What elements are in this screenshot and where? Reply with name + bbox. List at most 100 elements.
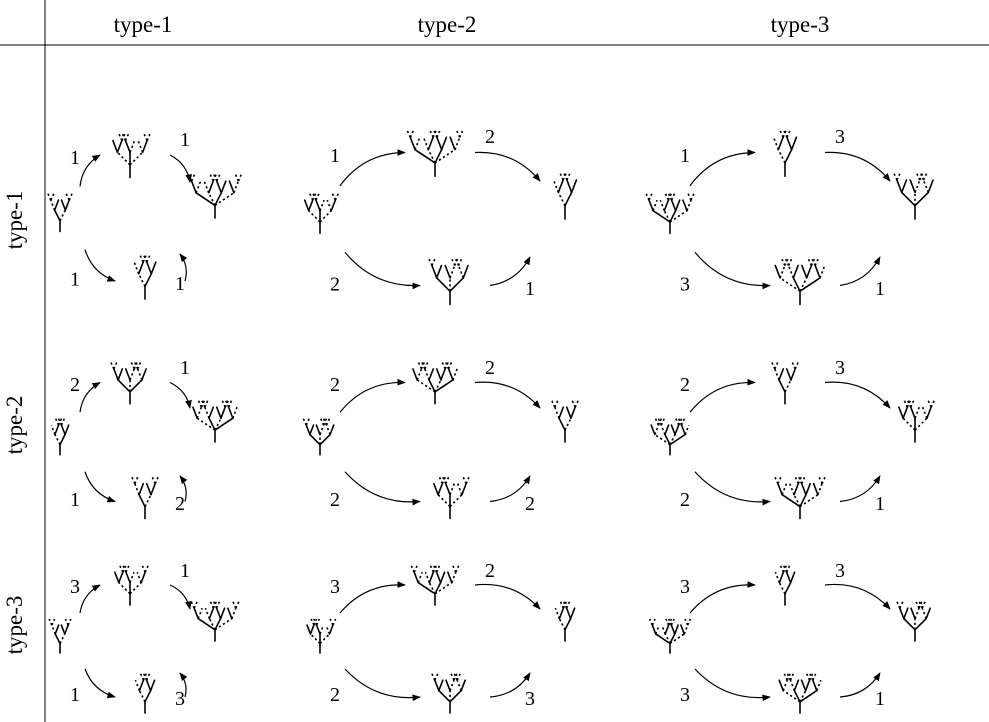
tree-bottom <box>133 253 157 300</box>
label-right: 3 <box>835 357 845 379</box>
tree-top <box>114 564 150 606</box>
label-bottom-right: 1 <box>875 278 885 300</box>
tree-bottom <box>433 475 471 520</box>
label-top: 2 <box>330 374 340 396</box>
label-right: 3 <box>835 126 845 148</box>
tree-bottom <box>778 672 822 714</box>
tree-right <box>895 600 932 642</box>
column-header-2: type-2 <box>418 12 477 37</box>
tree-top <box>770 360 800 405</box>
arrow-top <box>79 154 101 187</box>
label-bottom-right: 2 <box>525 493 535 515</box>
arrow-right <box>474 151 541 182</box>
tree-left <box>50 418 70 456</box>
label-top: 3 <box>70 576 80 598</box>
arrow-bottom-right <box>489 672 531 698</box>
cell-r2c2: 2 2 2 2 <box>302 357 580 520</box>
arrow-bottom-right <box>179 475 188 502</box>
arrow-bottom-right <box>489 256 531 287</box>
label-top: 3 <box>680 576 690 598</box>
tree-right <box>552 171 578 220</box>
tree-top <box>772 128 798 178</box>
arrow-bottom-right <box>179 253 188 282</box>
label-top: 2 <box>70 374 80 396</box>
arrow-bottom-left <box>84 668 116 699</box>
arrow-bottom-right <box>489 475 531 503</box>
arrow-right <box>169 154 192 183</box>
label-bottom-left: 1 <box>70 269 80 291</box>
arrow-top <box>339 378 406 413</box>
arrow-right <box>474 381 541 409</box>
arrow-bottom-left <box>694 251 771 290</box>
label-right: 1 <box>180 560 190 582</box>
label-bottom-left: 2 <box>330 684 340 706</box>
arrow-right <box>169 381 192 409</box>
tree-bottom <box>427 256 469 306</box>
tree-top <box>410 564 460 606</box>
label-bottom-right: 1 <box>875 493 885 515</box>
tree-left <box>48 618 72 654</box>
tree-right <box>892 171 934 220</box>
tree-right <box>898 399 936 443</box>
row-header-2: type-2 <box>2 396 27 455</box>
cell-r1c1: 1 1 1 1 <box>47 129 243 300</box>
label-top: 1 <box>70 147 80 169</box>
label-right: 3 <box>835 560 845 582</box>
tree-left <box>645 192 695 235</box>
tree-bottom <box>134 672 156 714</box>
tree-left <box>302 418 335 456</box>
label-bottom-right: 1 <box>175 273 185 295</box>
label-top: 3 <box>330 576 340 598</box>
tree-top <box>109 360 147 405</box>
tree-left <box>648 618 692 654</box>
arrow-top <box>339 581 406 614</box>
tree-bottom <box>130 475 160 520</box>
label-bottom-left: 1 <box>70 489 80 511</box>
arrow-bottom-left <box>344 471 421 506</box>
arrow-top <box>689 149 756 187</box>
label-right: 2 <box>485 357 495 379</box>
label-right: 1 <box>180 129 190 151</box>
label-bottom-left: 2 <box>680 489 690 511</box>
row-header-1: type-1 <box>2 191 27 250</box>
arrow-top <box>79 584 101 614</box>
label-bottom-right: 1 <box>875 688 885 710</box>
arrow-bottom-right <box>179 672 188 698</box>
tree-top <box>112 132 152 179</box>
arrow-bottom-left <box>344 251 421 290</box>
column-header-3: type-3 <box>771 12 830 37</box>
label-right: 2 <box>485 126 495 148</box>
arrow-bottom-left <box>344 668 421 702</box>
arrow-top <box>689 581 756 614</box>
label-top: 1 <box>330 145 340 167</box>
label-bottom-left: 2 <box>330 489 340 511</box>
arrow-bottom-left <box>84 471 116 503</box>
arrow-right <box>824 381 891 409</box>
arrow-top <box>339 149 406 187</box>
label-bottom-left: 3 <box>680 273 690 295</box>
tree-top <box>774 564 796 606</box>
arrow-bottom-left <box>694 471 771 506</box>
label-bottom-right: 3 <box>175 688 185 710</box>
arrow-right <box>169 584 192 610</box>
tree-left <box>303 192 340 235</box>
arrow-bottom-left <box>84 249 116 282</box>
arrow-top <box>79 381 101 413</box>
arrow-bottom-right <box>839 672 881 698</box>
arrow-top <box>689 378 756 413</box>
tree-bottom <box>773 475 827 520</box>
tree-left <box>47 192 73 233</box>
tree-right <box>187 172 243 219</box>
row-header-3: type-3 <box>2 596 27 655</box>
arrow-right <box>824 151 891 182</box>
tree-bottom <box>430 672 467 714</box>
tree-right <box>554 600 576 642</box>
